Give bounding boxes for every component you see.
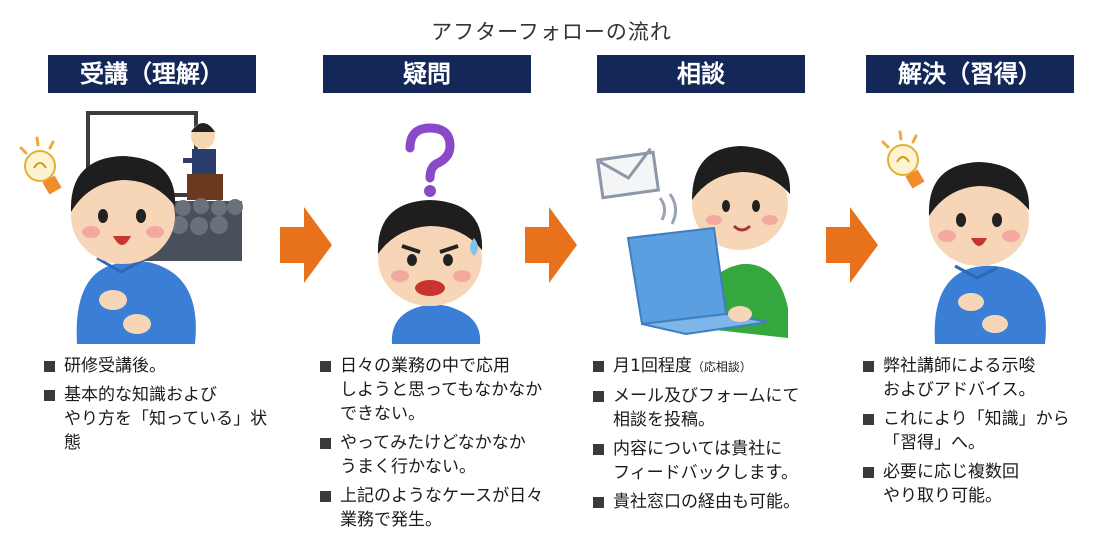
bullet-icon [863, 414, 874, 425]
list-item: やってみたけどなかなかうまく行かない。 [320, 431, 570, 479]
bullet-icon [320, 491, 331, 502]
student-figure [70, 156, 196, 344]
bullet-icon [863, 361, 874, 372]
list-item: 月1回程度（応相談） [593, 354, 833, 379]
laptop-icon [626, 226, 769, 336]
list-item: 弊社講師による示唆およびアドバイス。 [863, 354, 1093, 402]
list-item: メール及びフォームにて相談を投稿。 [593, 384, 833, 432]
bullet-icon [593, 361, 604, 372]
step-1-illustration [19, 111, 243, 344]
list-item: 上記のようなケースが日々業務で発生。 [320, 484, 570, 532]
step-2-list: 日々の業務の中で応用しようと思ってもなかなかできない。 やってみたけどなかなかう… [320, 354, 570, 537]
step-4-illustration [881, 130, 1046, 344]
lightbulb-icon [19, 136, 62, 195]
mail-icon [595, 147, 677, 225]
list-item: 研修受講後。 [44, 354, 284, 378]
question-mark-icon [405, 123, 455, 197]
diagram-title: アフターフォローの流れ [431, 20, 672, 44]
arrow-right-icon [280, 207, 332, 283]
step-1-heading: 受講（理解） [48, 55, 256, 93]
bullet-icon [44, 390, 55, 401]
lightbulb-icon [881, 130, 925, 189]
list-item: 貴社窓口の経由も可能。 [593, 490, 833, 514]
bullet-icon [593, 444, 604, 455]
step-3-illustration [595, 146, 791, 338]
happy-person-figure [928, 162, 1046, 344]
step-1-list: 研修受講後。 基本的な知識およびやり方を「知っている」状態 [44, 354, 284, 460]
list-item: 必要に応じ複数回やり取り可能。 [863, 460, 1093, 508]
bullet-icon [320, 361, 331, 372]
bullet-icon [863, 467, 874, 478]
step-4-list: 弊社講師による示唆およびアドバイス。 これにより「知識」から「習得」へ。 必要に… [863, 354, 1093, 513]
list-item: 日々の業務の中で応用しようと思ってもなかなかできない。 [320, 354, 570, 426]
step-3-heading: 相談 [597, 55, 805, 93]
step-2-heading: 疑問 [323, 55, 531, 93]
step-3-list: 月1回程度（応相談） メール及びフォームにて相談を投稿。 内容については貴社にフ… [593, 354, 833, 519]
note-text: （応相談） [691, 360, 752, 374]
arrow-right-icon [826, 207, 878, 283]
confused-person-figure [377, 200, 483, 344]
lecturer-figure [183, 123, 223, 200]
step-2-illustration [377, 123, 483, 344]
bullet-icon [320, 438, 331, 449]
arrow-right-icon [525, 207, 577, 283]
list-item: これにより「知識」から「習得」へ。 [863, 407, 1093, 455]
list-item: 基本的な知識およびやり方を「知っている」状態 [44, 383, 284, 455]
bullet-icon [44, 361, 55, 372]
bullet-icon [593, 391, 604, 402]
list-item: 内容については貴社にフィードバックします。 [593, 437, 833, 485]
bullet-icon [593, 497, 604, 508]
step-4-heading: 解決（習得） [866, 55, 1074, 93]
